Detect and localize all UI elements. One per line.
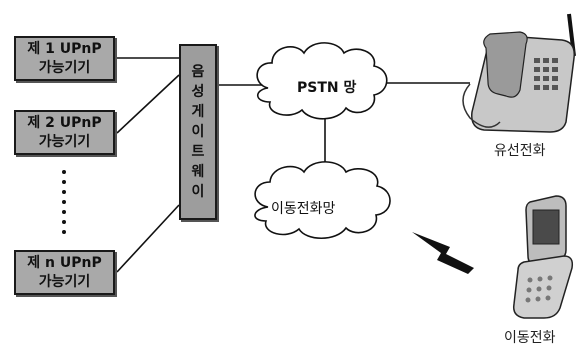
link-dev2-gateway — [116, 74, 180, 134]
gateway-char: 성 — [191, 84, 205, 100]
pstn-network-label: PSTN 망 — [297, 80, 357, 96]
ellipsis-dot — [62, 200, 66, 204]
device-1-name: 제 1 UPnP — [27, 40, 102, 57]
landline-phone-label: 유선전화 — [494, 143, 546, 159]
mobile-net-cloud-shape — [254, 161, 391, 240]
gateway-char: 이 — [191, 124, 205, 140]
mobile-network-label: 이동전화망 — [271, 201, 336, 217]
device-2-name: 제 2 UPnP — [27, 114, 102, 131]
ellipsis-dot — [62, 190, 66, 194]
upnp-device-2: 제 2 UPnP 가능기기 — [14, 110, 115, 155]
desk-phone-icon — [462, 13, 576, 133]
ellipsis-dot — [62, 230, 66, 234]
mobile-phone-label: 이동전화 — [504, 330, 556, 346]
voice-gateway: 음 성 게 이 트 웨 이 — [179, 44, 217, 220]
gateway-char: 웨 — [191, 164, 205, 180]
link-devn-gateway — [116, 204, 180, 273]
gateway-char: 게 — [191, 104, 205, 120]
mobile-phone-icon — [512, 195, 574, 319]
device-2-type: 가능기기 — [38, 133, 91, 150]
device-1-type: 가능기기 — [38, 59, 91, 76]
lightning-bolt-icon — [412, 232, 474, 274]
ellipsis-dot — [62, 210, 66, 214]
device-n-type: 가능기기 — [38, 273, 91, 290]
upnp-device-n: 제 n UPnP 가능기기 — [14, 250, 115, 295]
gateway-char: 트 — [191, 144, 205, 160]
device-n-name: 제 n UPnP — [27, 254, 102, 271]
gateway-char: 이 — [191, 184, 205, 200]
pstn-cloud-shape — [256, 42, 388, 120]
ellipsis-dot — [62, 220, 66, 224]
ellipsis-dot — [62, 180, 66, 184]
gateway-char: 음 — [191, 64, 205, 80]
upnp-device-1: 제 1 UPnP 가능기기 — [14, 36, 115, 81]
ellipsis-dot — [62, 170, 66, 174]
